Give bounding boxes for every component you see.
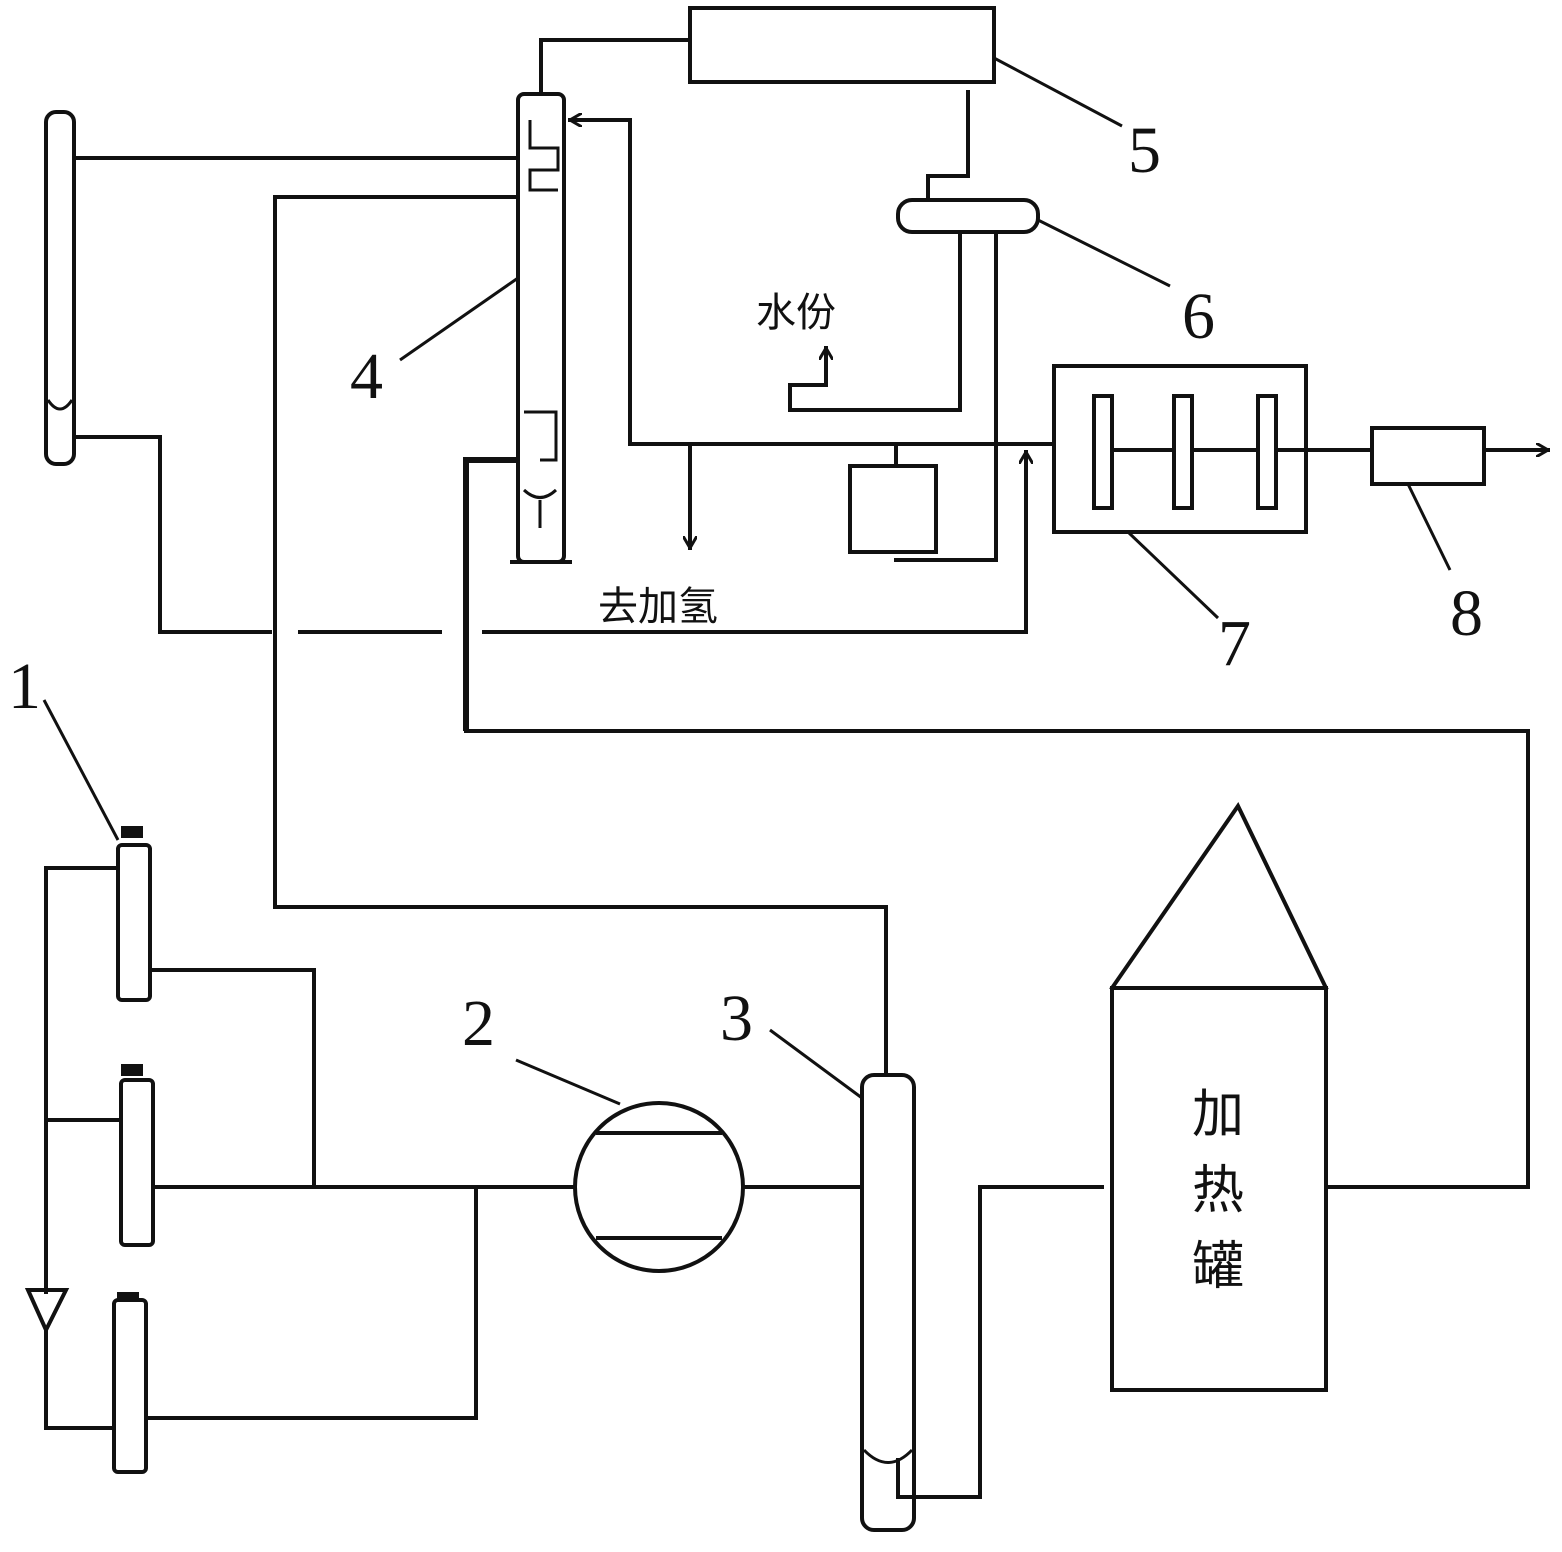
heating-tank-char-2: 热 [1192, 1161, 1244, 1221]
label-8: 8 [1450, 577, 1483, 650]
gas-cylinder-2 [119, 1078, 155, 1247]
cylinder-piping [44, 866, 578, 1430]
cylinder-valve-2 [121, 1064, 143, 1076]
gas-cylinder-1 [116, 843, 152, 1002]
heating-tank-char-3: 罐 [1192, 1237, 1244, 1297]
pump-box [848, 464, 938, 554]
gas-cylinder-3 [112, 1298, 148, 1474]
flow-meter-2 [573, 1101, 745, 1273]
label-2: 2 [462, 987, 495, 1060]
filter-triangle [24, 1288, 70, 1335]
filter-assembly-7 [1052, 364, 1374, 534]
water-label: 水份 [756, 290, 836, 336]
label-7: 7 [1218, 607, 1251, 680]
leader-lines [42, 56, 1452, 1106]
cylinder-valve-3 [117, 1292, 139, 1302]
cylinder-valve-1 [121, 826, 143, 838]
label-3: 3 [720, 982, 753, 1055]
heating-tank-char-1: 加 [1192, 1085, 1244, 1145]
label-5: 5 [1128, 114, 1161, 187]
label-4: 4 [350, 340, 383, 413]
heating-tank [464, 729, 1530, 1392]
label-1: 1 [8, 650, 41, 723]
separator-tube [44, 110, 1028, 634]
collector-8 [1370, 426, 1486, 486]
condenser-5 [688, 6, 996, 84]
label-6: 6 [1182, 280, 1215, 353]
to-hydrogenation-label: 去加氢 [598, 584, 718, 630]
preheater-column-3 [860, 1073, 1104, 1532]
reactor-column-4 [510, 92, 572, 564]
